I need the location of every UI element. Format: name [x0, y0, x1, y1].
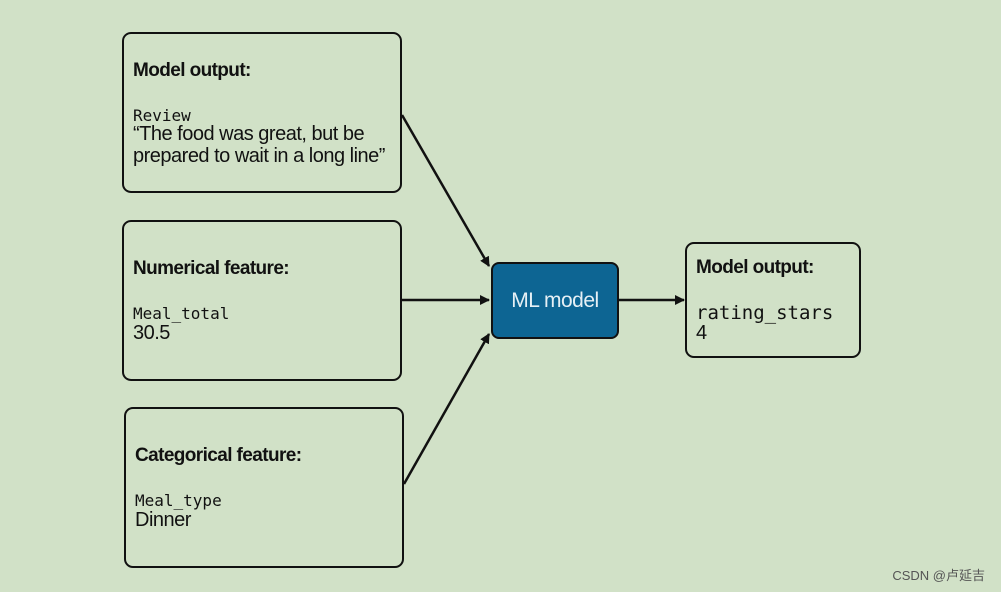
- numerical-field-name: Meal_total: [133, 304, 230, 323]
- review-box-title: Model output:: [133, 60, 251, 81]
- model-output-box: Model output: rating_stars 4: [685, 242, 861, 358]
- review-input-box: Model output: Review “The food was great…: [122, 32, 402, 193]
- output-field-name: rating_stars: [696, 302, 834, 324]
- numerical-value: 30.5: [133, 322, 170, 344]
- arrow-categorical-to-model: [402, 333, 491, 485]
- categorical-feature-box: Categorical feature: Meal_type Dinner: [124, 407, 404, 568]
- categorical-value: Dinner: [135, 509, 191, 531]
- output-box-title: Model output:: [696, 257, 814, 278]
- ml-model-node: ML model: [491, 262, 619, 339]
- review-value-line2: prepared to wait in a long line”: [133, 145, 385, 167]
- categorical-box-title: Categorical feature:: [135, 445, 302, 466]
- ml-model-label: ML model: [511, 288, 599, 312]
- numerical-feature-box: Numerical feature: Meal_total 30.5: [122, 220, 402, 381]
- categorical-field-name: Meal_type: [135, 491, 222, 510]
- credit-watermark: CSDN @卢延吉: [892, 568, 985, 583]
- output-value: 4: [696, 322, 707, 344]
- review-field-name: Review: [133, 106, 191, 125]
- numerical-box-title: Numerical feature:: [133, 258, 290, 279]
- review-value-line1: “The food was great, but be: [133, 123, 365, 145]
- arrow-review-to-model: [400, 114, 491, 267]
